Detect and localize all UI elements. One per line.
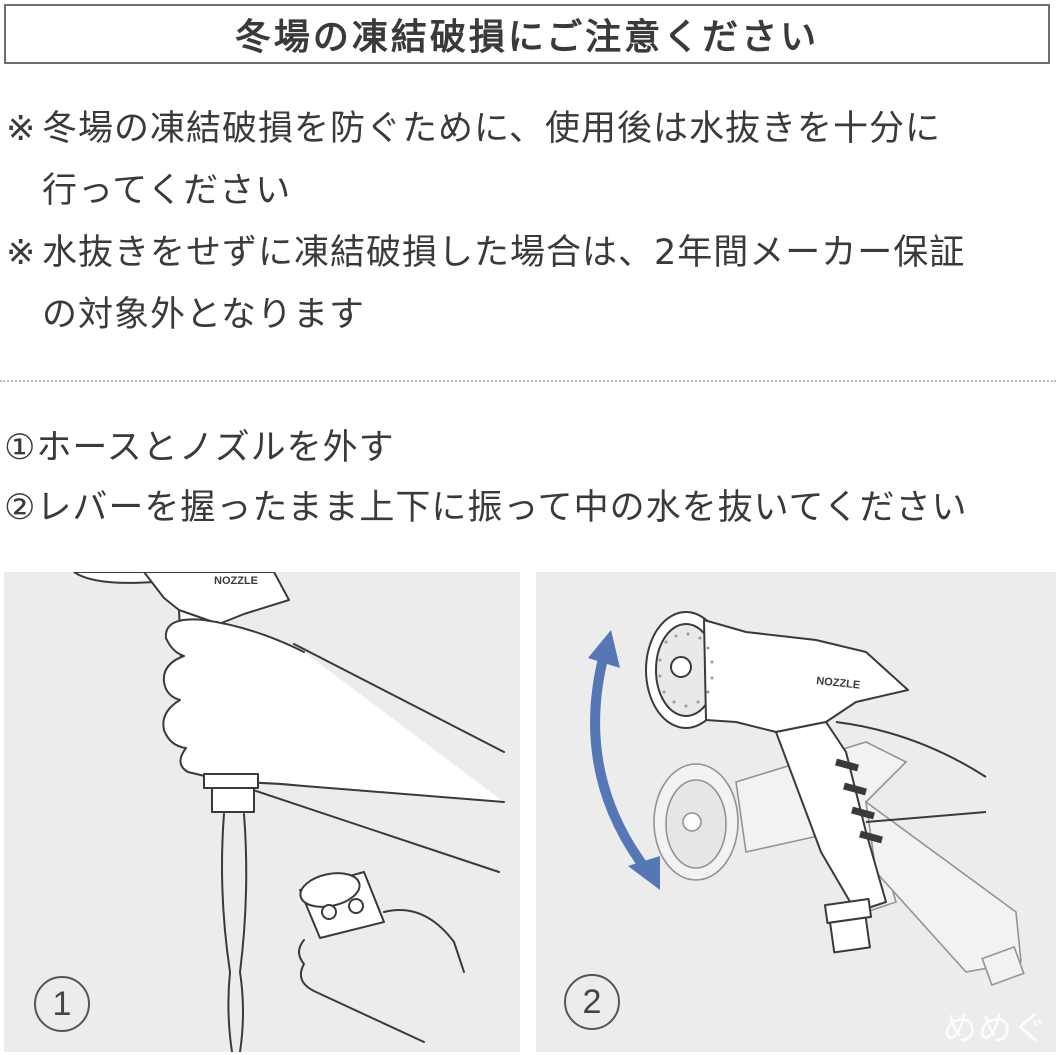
step-2-text: ②レバーを握ったまま上下に振って中の水を抜いてください: [4, 488, 968, 528]
note-line: の対象外となります: [42, 295, 365, 335]
note-item: ※ 水抜きをせずに凍結破損した場合は、2年間メーカー保証 の対象外となります: [6, 222, 1052, 346]
nozzle-connector: [203, 773, 259, 789]
illustration-panel-2: NOZZLE 2 めめぐ: [536, 572, 1056, 1052]
nozzle-head-shape: [73, 572, 155, 584]
step-number-2: 2: [564, 974, 620, 1030]
note-line: 行ってください: [42, 171, 292, 211]
page-title: 冬場の凍結破損にご注意ください: [234, 17, 820, 58]
nozzle-detach-illustration: NOZZLE: [73, 572, 505, 1052]
notes-section: ※ 冬場の凍結破損を防ぐために、使用後は水抜きを十分に 行ってください ※ 水抜…: [6, 98, 1052, 346]
note-item: ※ 冬場の凍結破損を防ぐために、使用後は水抜きを十分に 行ってください: [6, 98, 1052, 222]
up-down-arrow-icon: [588, 630, 660, 890]
note-line: 冬場の凍結破損を防ぐために、使用後は水抜きを十分に: [42, 109, 941, 149]
nozzle-shake-illustration: NOZZLE: [588, 611, 1025, 986]
nozzle-logo: NOZZLE: [816, 675, 861, 692]
illustration-panel-1: NOZZLE 1: [4, 572, 520, 1052]
step-1-text: ①ホースとノズルを外す: [4, 428, 395, 468]
dotted-divider: [0, 380, 1056, 382]
watermark: めめぐ: [943, 1009, 1048, 1049]
steps-section: ①ホースとノズルを外す ②レバーを握ったまま上下に振って中の水を抜いてください: [4, 418, 1054, 538]
nozzle-logo: NOZZLE: [214, 575, 258, 587]
hand-shape: [162, 618, 505, 803]
step-number-1: 1: [34, 976, 90, 1032]
note-mark: ※: [6, 109, 36, 149]
note-line: 水抜きをせずに凍結破損した場合は、2年間メーカー保証: [42, 233, 966, 273]
note-mark: ※: [6, 233, 36, 273]
title-banner: 冬場の凍結破損にご注意ください: [4, 4, 1050, 64]
